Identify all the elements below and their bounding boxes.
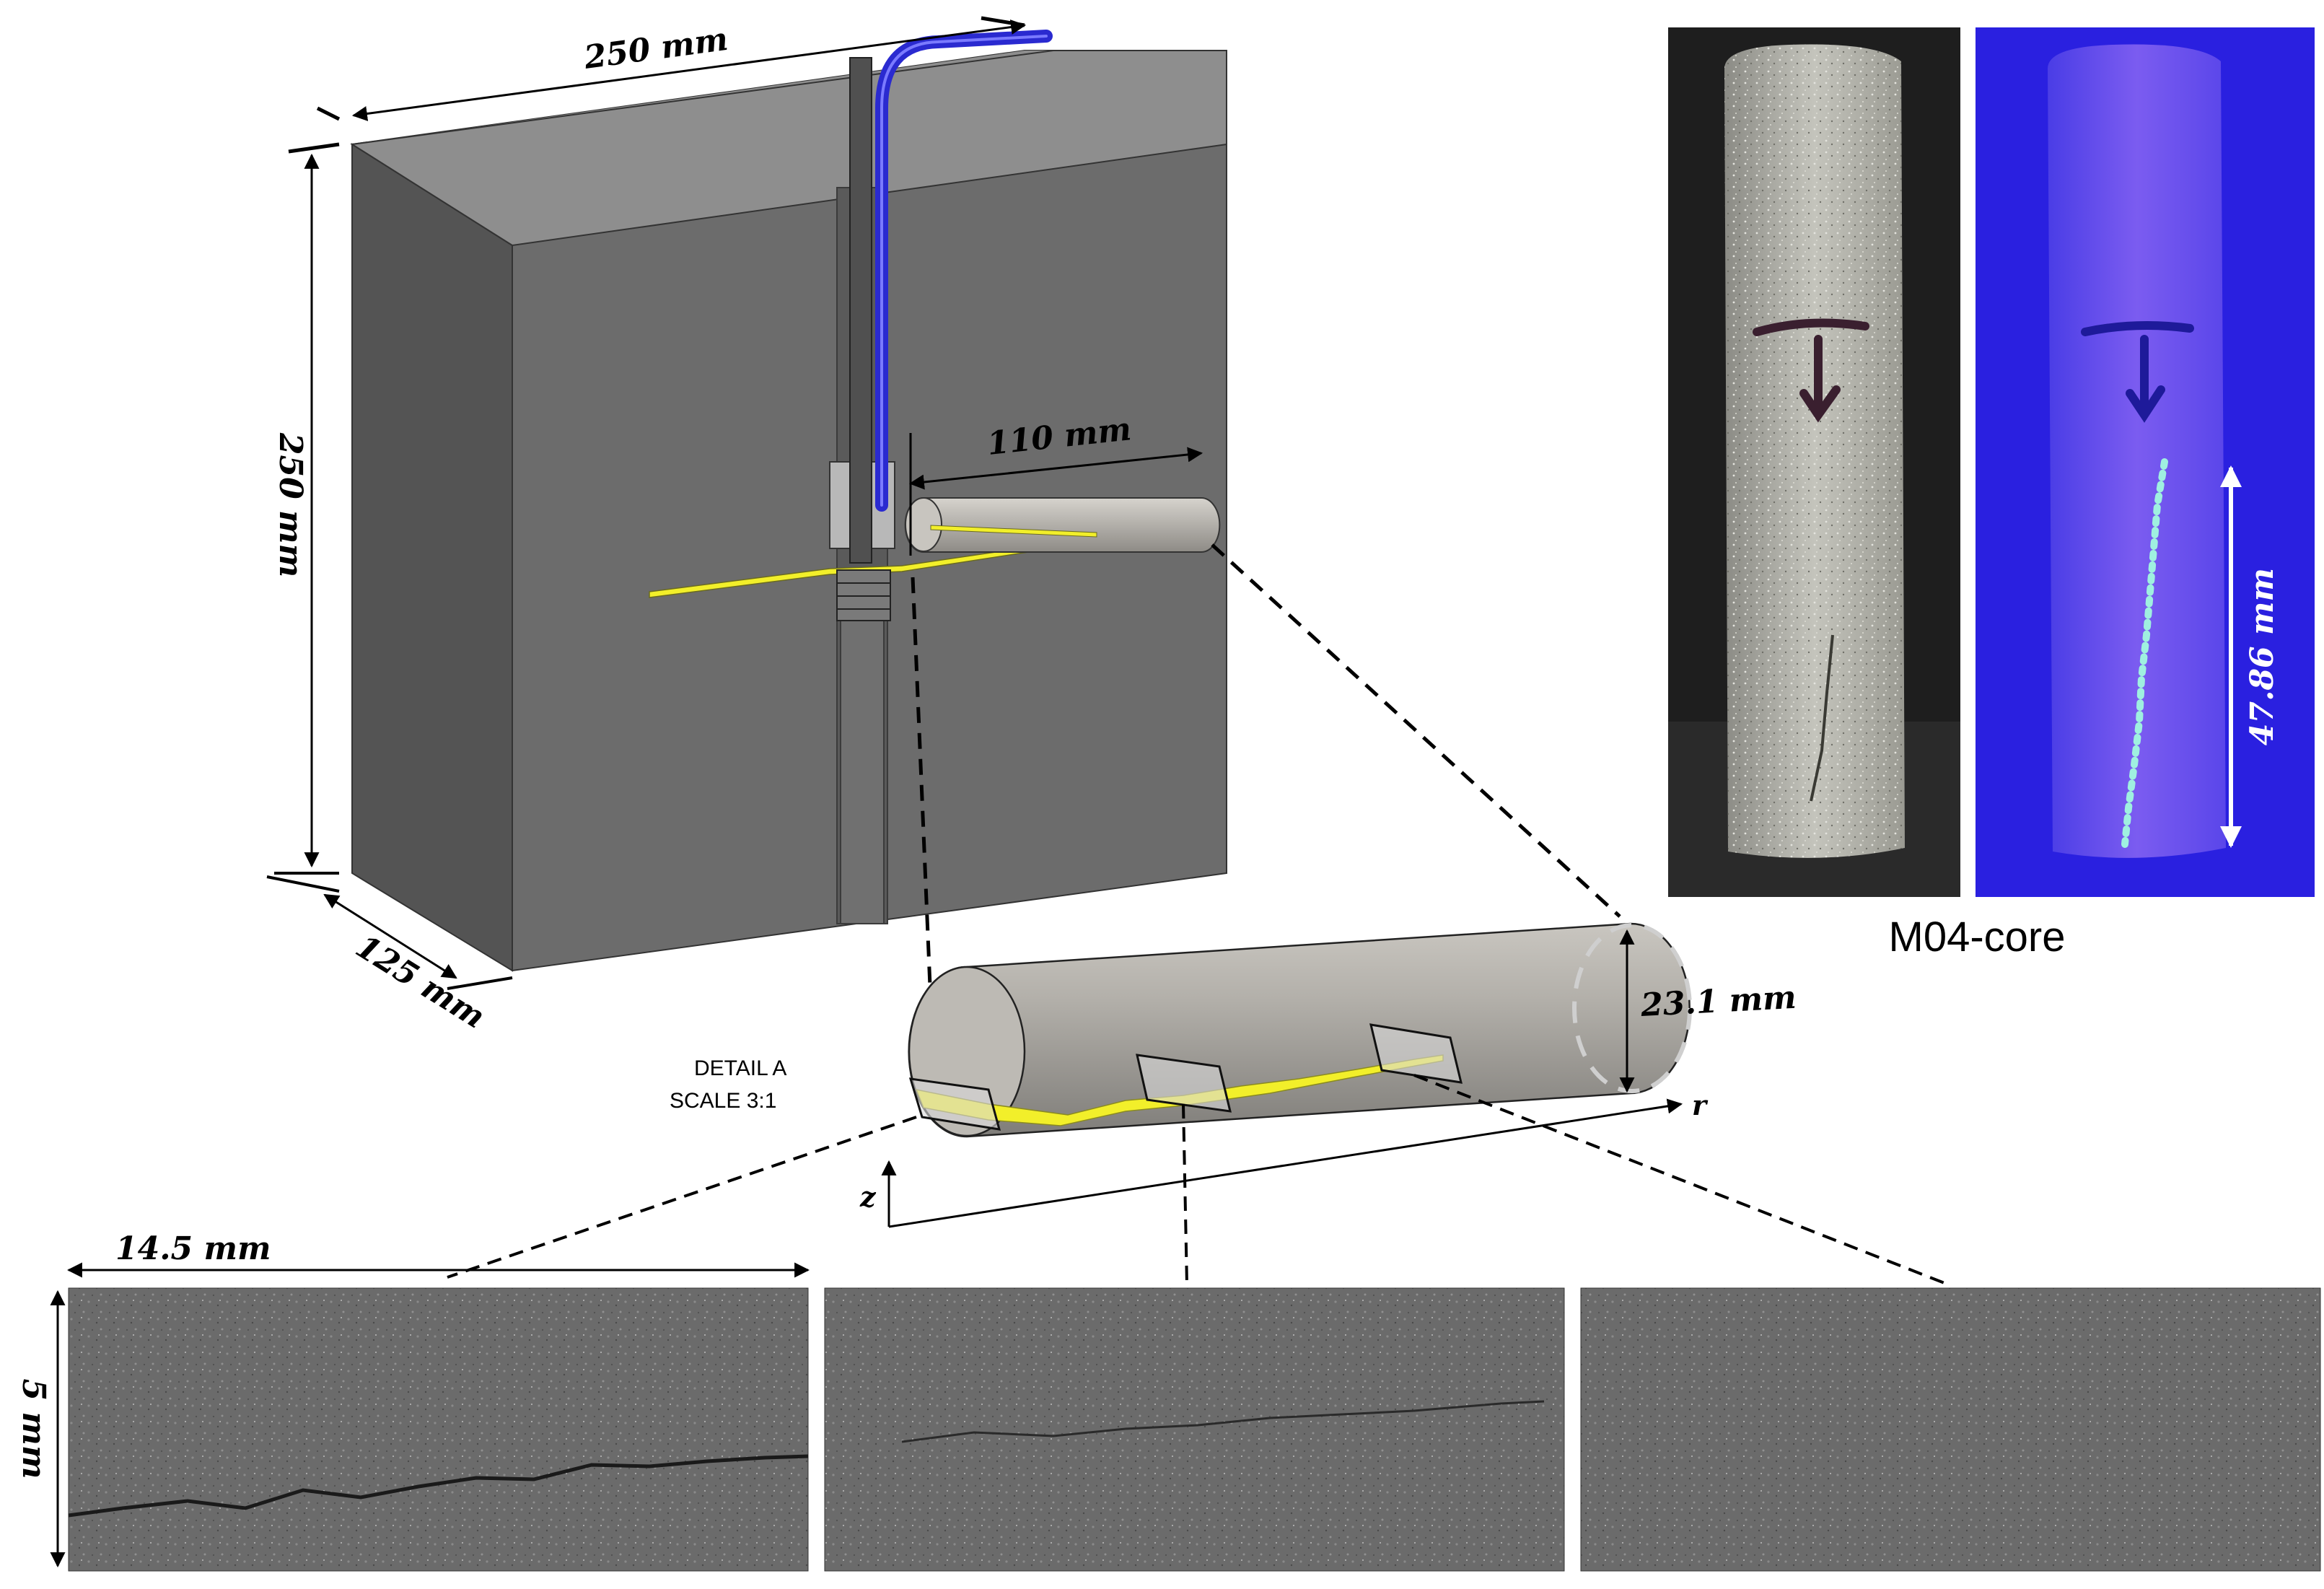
detail-scale: SCALE 3:1 [670, 1089, 776, 1113]
extracted-core-small [904, 497, 1221, 553]
core-crack [1810, 634, 1834, 802]
dim-detail-diameter: 23.1 mm [1619, 929, 1797, 1093]
micrograph-width-label: 14.5 mm [115, 1230, 271, 1267]
borehole-lower-casing [840, 620, 885, 924]
sample-window-1 [908, 1077, 1001, 1131]
dim-micrograph-height: 5 mm [15, 1290, 66, 1568]
core-name: M04-core [1889, 914, 2066, 960]
uv-orientation-mark [2081, 321, 2194, 423]
detail-a-cylinder [908, 922, 1692, 1138]
detail-title: DETAIL A [694, 1056, 786, 1080]
sample-window-2 [1136, 1054, 1232, 1113]
micrograph-2-crack [901, 1400, 1545, 1443]
detail-axes: z r [859, 1089, 1709, 1228]
detail-diameter-label: 23.1 mm [1639, 979, 1797, 1024]
micrograph-panels [68, 1287, 2321, 1572]
core-photo-visible [1668, 27, 1960, 897]
core-crack-length-label: 47.86 mm [2244, 568, 2281, 745]
core-orientation-mark [1753, 318, 1869, 423]
packer-rod [849, 57, 872, 564]
axis-r-label: r [1692, 1089, 1709, 1121]
micrograph-2 [824, 1287, 1565, 1572]
uv-crack-glow [2121, 458, 2168, 848]
micrograph-height-label: 5 mm [15, 1378, 52, 1479]
micrograph-1 [68, 1287, 809, 1572]
sample-window-3 [1369, 1023, 1463, 1084]
micrograph-3 [1580, 1287, 2321, 1572]
axis-z-label: z [859, 1181, 877, 1213]
micrograph-leaders [447, 1074, 1949, 1286]
micrograph-1-crack [68, 1454, 809, 1518]
block-side-face [351, 143, 513, 972]
dim-block-height: 250 mm [272, 142, 340, 875]
dim-micrograph-width: 14.5 mm [66, 1230, 810, 1278]
detail-leaders [911, 543, 1621, 1004]
block-height-label: 250 mm [272, 432, 309, 577]
core-photo-uv: 47.86 mm [1976, 27, 2315, 897]
